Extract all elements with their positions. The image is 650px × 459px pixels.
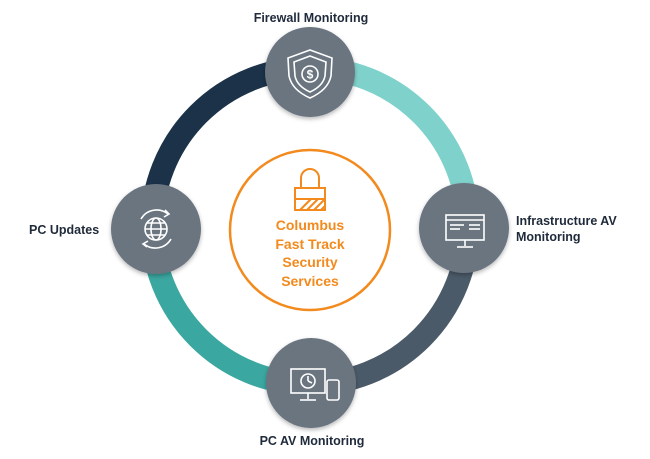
monitor-clock-device-icon [290,368,340,401]
center-title-line-3: Security [282,254,338,270]
shield-dollar-icon: $ [287,49,333,99]
monitor-icon [445,214,485,248]
node-firewall-monitoring: $ [265,27,355,117]
center-title-line-2: Fast Track [275,235,345,252]
svg-text:$: $ [307,68,314,82]
node-infrastructure-av-monitoring [419,183,509,273]
label-pc-av-monitoring: PC AV Monitoring [259,434,365,448]
label-infrastructure-line-1: Infrastructure AV [516,214,617,228]
node-pc-updates [111,184,201,274]
center-title: Columbus Fast Track Security Services [250,216,370,290]
label-infrastructure-av-monitoring: Infrastructure AV Monitoring [516,213,646,245]
label-pc-updates: PC Updates [29,223,100,237]
label-firewall-monitoring: Firewall Monitoring [253,11,369,25]
padlock-icon [294,168,326,211]
center-title-line-1: Columbus [275,217,345,233]
node-pc-av-monitoring [266,338,356,428]
label-infrastructure-line-2: Monitoring [516,230,581,244]
center-circle [228,148,392,312]
center-title-line-4: Services [281,272,339,289]
globe-refresh-icon [140,209,172,249]
